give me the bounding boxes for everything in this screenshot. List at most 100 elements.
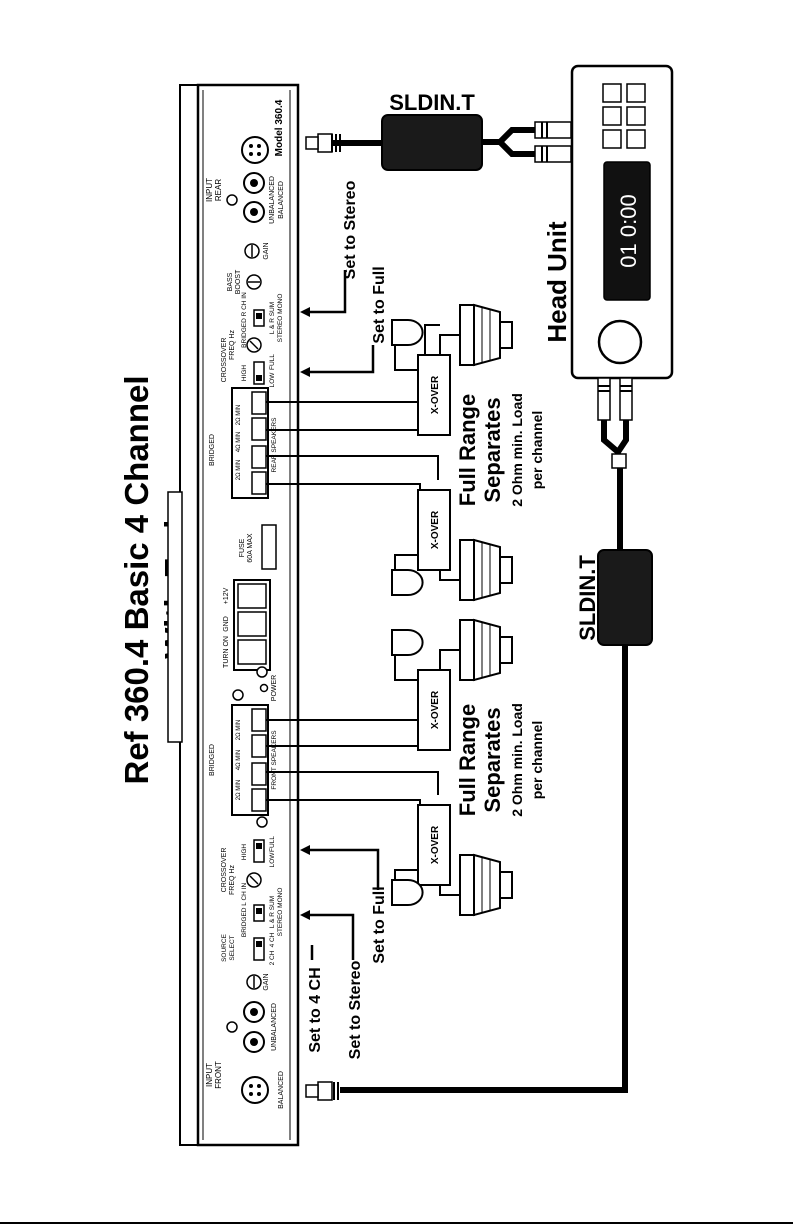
woofer-rear-upper xyxy=(459,303,513,367)
woofer-rear-lower xyxy=(459,538,513,602)
rear-per-channel-label: per channel xyxy=(529,411,545,490)
bass-boost-label: BASS xyxy=(227,272,234,291)
front-stereo-mono-label: STEREO MONO xyxy=(277,888,284,937)
front-terminal-4[interactable] xyxy=(251,788,267,812)
rear-hlf-switch[interactable] xyxy=(253,361,265,385)
power-label: POWER xyxy=(271,675,278,701)
front-terminal-3[interactable] xyxy=(251,762,267,786)
front-bridged-label: BRIDGED xyxy=(209,744,216,776)
head-unit-button-4[interactable] xyxy=(626,106,646,126)
rear-full-note: Set to Full xyxy=(371,266,388,343)
rear-terminal-3[interactable] xyxy=(251,445,267,469)
sldin-bottom-module xyxy=(597,549,653,646)
sldin-top-module xyxy=(381,114,483,171)
head-unit-button-1[interactable] xyxy=(602,83,622,103)
power-led xyxy=(259,683,269,693)
front-speakers-label: FRONT SPEAKERS xyxy=(271,730,278,790)
terminal-gnd[interactable] xyxy=(237,611,267,637)
fuse-section: FUSE 60A MAX xyxy=(239,524,277,570)
rear-separates-label: Separates xyxy=(480,397,505,502)
source-label: SOURCE xyxy=(221,933,228,961)
page-bottom-rule xyxy=(0,1222,793,1224)
front-terminal-2[interactable] xyxy=(251,734,267,758)
rear-stereo-mono-label: STEREO MONO xyxy=(277,294,284,343)
label-turn-on: TURN ON xyxy=(223,636,230,668)
rear-high-label: HIGH xyxy=(241,365,248,382)
head-unit-button-3[interactable] xyxy=(602,106,622,126)
rear-full-label: FULL xyxy=(269,354,276,370)
front-input-section: UNBALANCED INPUT FRONT BALANCED xyxy=(205,1001,285,1109)
terminal-12v[interactable] xyxy=(237,583,267,609)
arrow-heads xyxy=(300,307,310,920)
rear-speakers-label: REAR SPEAKERS xyxy=(271,417,278,473)
front-stereo-note: Set to Stereo xyxy=(347,960,364,1059)
power-terminals: +12V GND TURN ON POWER xyxy=(223,579,278,701)
xover-label-2: X-OVER xyxy=(430,510,441,549)
front-input-label-2: FRONT xyxy=(214,1061,223,1089)
front-crossover-label: CROSSOVER xyxy=(221,848,228,893)
rear-bridged-in-label: BRIDGED R CH IN xyxy=(241,292,248,348)
head-unit-button-2[interactable] xyxy=(626,83,646,103)
front-full-label: FULL xyxy=(269,836,276,852)
sldin-top-assembly: SLDIN.T xyxy=(305,90,572,171)
rear-balanced-din-jack[interactable] xyxy=(241,136,269,164)
tweeter-front-lower xyxy=(391,879,424,906)
rear-gain-label: GAIN xyxy=(263,242,270,259)
source-select-switch[interactable] xyxy=(253,937,265,961)
fuse-label: FUSE xyxy=(239,538,246,557)
sldin-top-label: SLDIN.T xyxy=(389,90,475,115)
front-controls: HIGH LOW FULL CROSSOVER FREQ Hz BRIDGED … xyxy=(221,816,284,991)
rear-unbalanced-label: UNBALANCED xyxy=(269,176,276,224)
rear-crossover-label: CROSSOVER xyxy=(221,338,228,383)
select-label: SELECT xyxy=(229,935,236,960)
front-balanced-din-jack[interactable] xyxy=(241,1076,269,1104)
xover-label-3: X-OVER xyxy=(430,690,441,729)
speaker-label-front: Full Range Separates 2 Ohm min. Load per… xyxy=(455,703,545,817)
rear-2ohm-label-a: 2Ω MIN xyxy=(236,405,242,426)
fuse-rating-label: 60A MAX xyxy=(247,533,254,563)
front-terminal-1[interactable] xyxy=(251,708,267,732)
tweeter-front-upper xyxy=(391,629,424,656)
rear-input-section: Model 360.4 INPUT REAR BALANCED UNBALANC… xyxy=(205,99,285,259)
head-unit-volume-knob[interactable] xyxy=(597,319,643,365)
rear-input-label-2: REAR xyxy=(214,179,223,201)
front-2ohm-label-a: 2Ω MIN xyxy=(236,720,242,741)
front-hlf-switch[interactable] xyxy=(253,839,265,863)
rear-4ohm-label: 4Ω MIN xyxy=(236,432,242,453)
front-per-channel-label: per channel xyxy=(529,721,545,800)
rear-full-range-label: Full Range xyxy=(455,394,480,506)
front-4ohm-label: 4Ω MIN xyxy=(236,750,242,771)
front-high-label: HIGH xyxy=(241,844,248,861)
head-unit-display-text: 01 0:00 xyxy=(616,194,641,267)
front-full-range-label: Full Range xyxy=(455,704,480,816)
tweeter-rear-upper xyxy=(391,319,424,346)
rear-terminal-4[interactable] xyxy=(251,471,267,495)
woofer-front-upper xyxy=(459,618,513,682)
head-unit: 01 0:00 Head Unit xyxy=(542,64,674,380)
front-unbalanced-label: UNBALANCED xyxy=(271,1003,278,1051)
annotation-labels: Set to Stereo Set to Full Set to Full Se… xyxy=(307,180,388,1059)
front-separates-label: Separates xyxy=(480,707,505,812)
terminal-turn-on[interactable] xyxy=(237,639,267,665)
front-balanced-label: BALANCED xyxy=(278,1071,285,1109)
fuse-holder[interactable] xyxy=(261,524,277,570)
source-2ch-label: 2 CH xyxy=(269,950,276,965)
xover-front-upper: X-OVER xyxy=(394,649,460,751)
head-unit-button-6[interactable] xyxy=(626,129,646,149)
head-unit-button-5[interactable] xyxy=(602,129,622,149)
rear-terminal-1[interactable] xyxy=(251,391,267,415)
rear-balanced-label: BALANCED xyxy=(278,181,285,219)
title-line1: Ref 360.4 Basic 4 Channel xyxy=(118,375,155,784)
rear-terminal-2[interactable] xyxy=(251,417,267,441)
xover-label-1: X-OVER xyxy=(430,375,441,414)
front-gain-label: GAIN xyxy=(263,973,270,990)
front-speaker-terminals: BRIDGED 2Ω MIN 4Ω MIN 2Ω MIN FRONT SPEAK… xyxy=(209,704,278,816)
rear-low-label: LOW xyxy=(269,372,276,388)
speaker-label-rear: Full Range Separates 2 Ohm min. Load per… xyxy=(455,393,545,507)
model-label: Model 360.4 xyxy=(274,99,285,156)
front-load-label: 2 Ohm min. Load xyxy=(509,703,525,817)
front-full-note: Set to Full xyxy=(371,886,388,963)
rear-lrsum-label: L & R SUM xyxy=(269,302,276,334)
